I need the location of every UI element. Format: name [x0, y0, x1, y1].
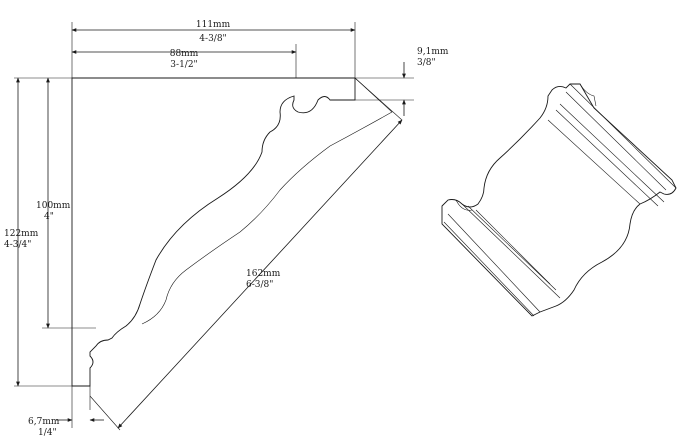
dimension-lines [16, 28, 406, 429]
label-inner-height-mm: 100mm [36, 201, 71, 211]
label-bottom-lip-mm: 6,7mm [28, 417, 60, 427]
label-top-lip-inch: 3/8" [417, 58, 436, 68]
label-total-width-mm: 111mm [196, 20, 231, 30]
label-inner-width-inch: 3-1/2" [170, 60, 197, 70]
label-diagonal-inch: 6-3/8" [246, 280, 273, 290]
molding-isometric-view [441, 83, 677, 317]
label-inner-height-inch: 4" [44, 212, 54, 222]
label-bottom-lip-inch: 1/4" [38, 428, 57, 438]
label-total-height-inch: 4-3/4" [4, 240, 31, 250]
label-top-lip-mm: 9,1mm [417, 47, 449, 57]
label-total-height-mm: 122mm [4, 229, 39, 239]
label-inner-width-mm: 88mm [170, 49, 199, 59]
molding-profile [71, 77, 393, 387]
label-diagonal-mm: 162mm [246, 269, 281, 279]
dim-diagonal-line [117, 119, 403, 429]
dimension-labels: 111mm 4-3/8" 88mm 3-1/2" 9,1mm 3/8" 122m… [4, 20, 449, 438]
label-total-width-inch: 4-3/8" [199, 34, 226, 44]
